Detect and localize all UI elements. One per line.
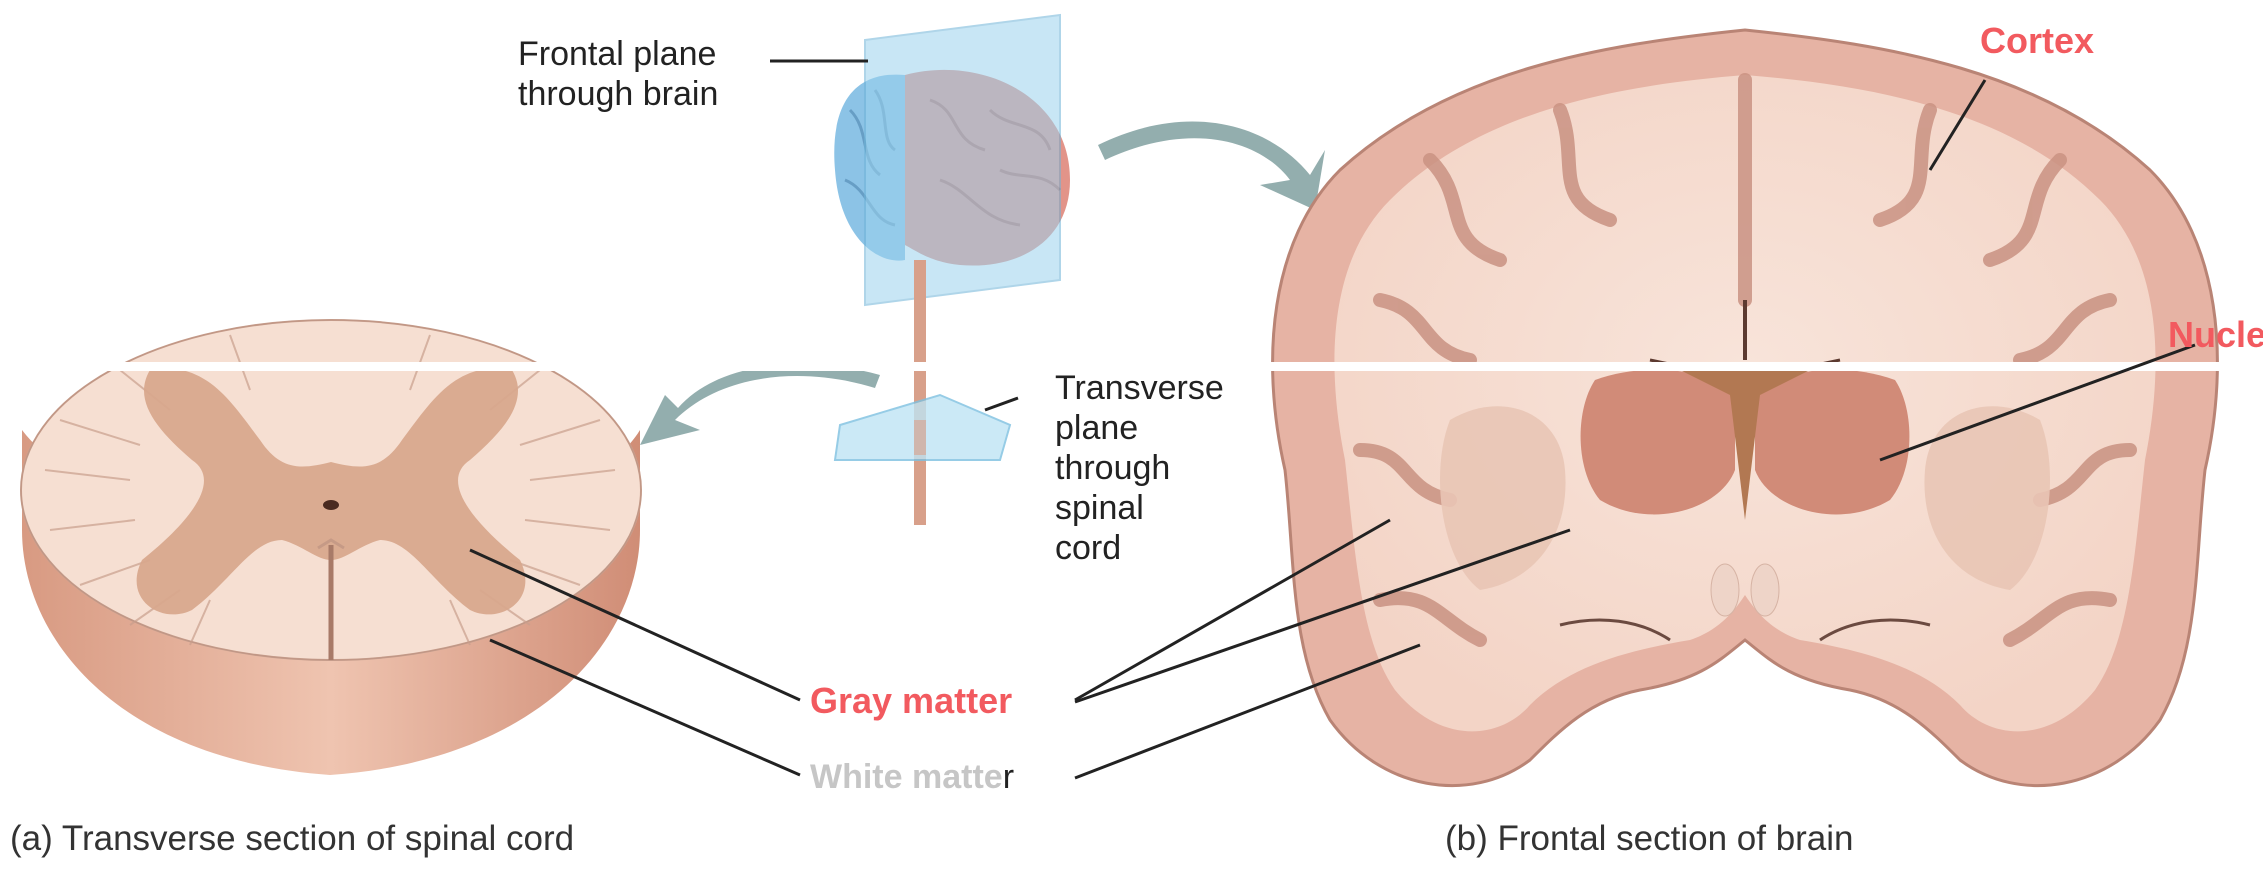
transverse-plane-leader (985, 398, 1018, 410)
thalamus (1581, 370, 1735, 515)
central-canal (323, 500, 339, 510)
frontal-plane-label: Frontal plane through brain (518, 34, 718, 114)
white-matter-label: White matter (810, 757, 1014, 797)
frontal-plane (865, 15, 1060, 305)
white-matter-label-text: White matte (810, 758, 1003, 796)
spinal-cord-section (21, 320, 641, 775)
caption-b: (b) Frontal section of brain (1445, 818, 1854, 859)
white-matter-label-r: r (1003, 758, 1014, 796)
cortex-label: Cortex (1980, 20, 2094, 62)
transverse-plane-label: Transverse plane through spinal cord (1055, 368, 1224, 569)
gray-matter-label: Gray matter (810, 680, 1012, 722)
brain-overview (834, 15, 1070, 525)
nuclei-label: Nuclei (2168, 314, 2263, 356)
caption-a: (a) Transverse section of spinal cord (10, 818, 574, 859)
spinal-cord-stem (914, 260, 926, 525)
arrow-to-brain-section (1098, 122, 1325, 210)
brain-frontal-section (1273, 30, 2218, 786)
